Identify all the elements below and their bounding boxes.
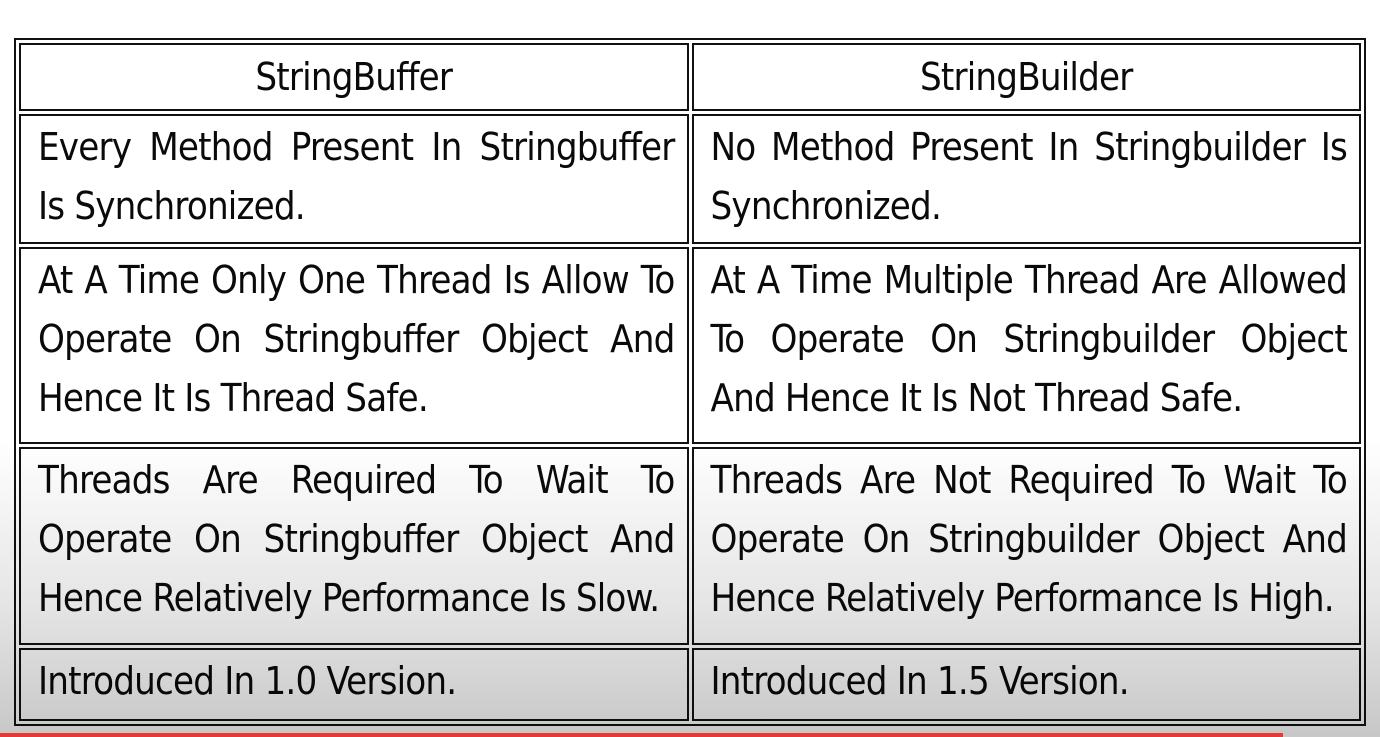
table-cell-performance-builder: Threads Are Not Required To Wait To Oper… bbox=[691, 447, 1361, 645]
table-row: Threads Are Required To Wait To Operate … bbox=[19, 447, 1361, 645]
table-cell-thread-safety-buffer: At A Time Only One Thread Is Allow To Op… bbox=[19, 246, 689, 445]
table-row: At A Time Only One Thread Is Allow To Op… bbox=[19, 246, 1361, 445]
table-header-row: StringBuffer StringBuilder bbox=[19, 43, 1361, 111]
table-cell-version-builder: Introduced In 1.5 Version. bbox=[691, 647, 1361, 721]
video-progress-fill bbox=[0, 733, 1284, 737]
table-cell-thread-safety-builder: At A Time Multiple Thread Are Allowed To… bbox=[691, 246, 1361, 445]
table-cell-performance-buffer: Threads Are Required To Wait To Operate … bbox=[19, 447, 689, 645]
table-cell-version-buffer: Introduced In 1.0 Version. bbox=[19, 647, 689, 721]
video-progress-bar[interactable] bbox=[0, 733, 1380, 737]
header-stringbuffer: StringBuffer bbox=[19, 43, 689, 111]
table-row: Introduced In 1.0 Version. Introduced In… bbox=[19, 647, 1361, 721]
table-row: Every Method Present In Stringbuffer Is … bbox=[19, 114, 1361, 244]
comparison-table-wrapper: StringBuffer StringBuilder Every Method … bbox=[14, 38, 1366, 726]
table-cell-synchronization-builder: No Method Present In Stringbuilder Is Sy… bbox=[691, 114, 1361, 244]
comparison-table: StringBuffer StringBuilder Every Method … bbox=[14, 38, 1366, 726]
header-stringbuilder: StringBuilder bbox=[691, 43, 1361, 111]
table-cell-synchronization-buffer: Every Method Present In Stringbuffer Is … bbox=[19, 114, 689, 244]
